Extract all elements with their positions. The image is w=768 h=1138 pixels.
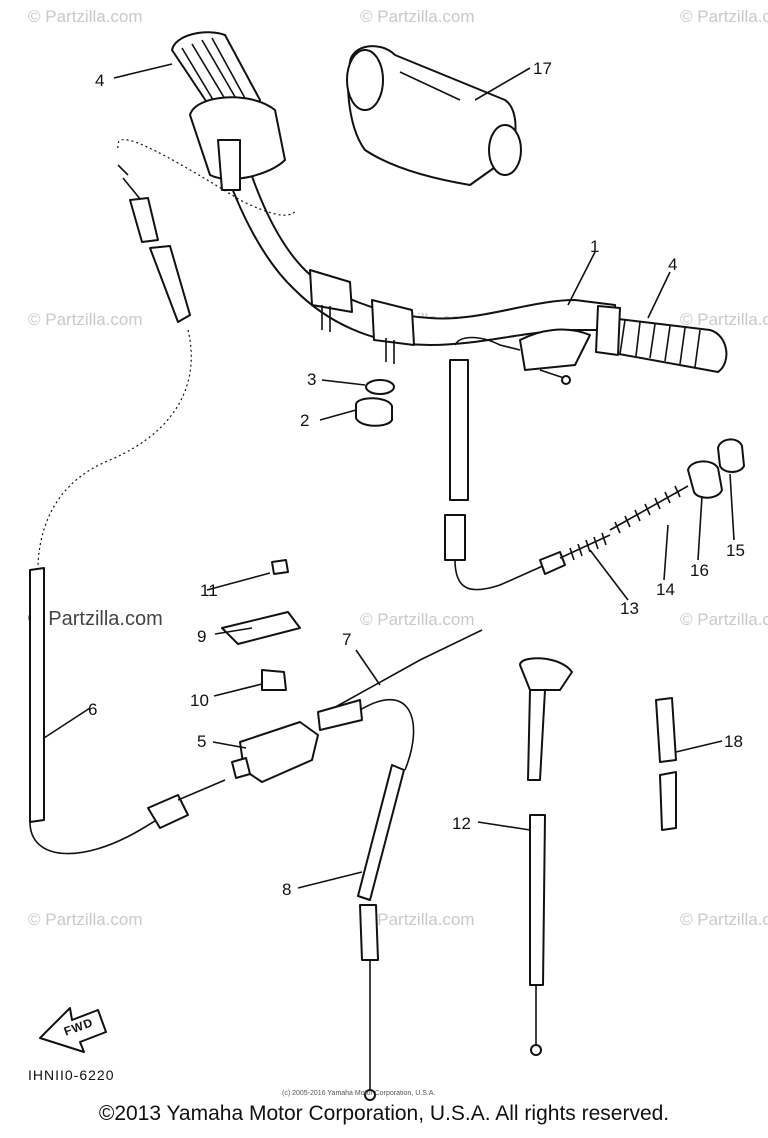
left-grip [171, 31, 286, 191]
callout-8: 8 [282, 880, 291, 899]
callout-6: 6 [88, 700, 97, 719]
callout-4-left: 4 [95, 71, 104, 90]
callout-2: 2 [300, 411, 309, 430]
callout-12: 12 [452, 814, 471, 833]
watermark: © Partzilla.com [360, 610, 475, 629]
nut-and-washer [355, 379, 395, 427]
watermark: © Partzilla.com [28, 7, 143, 26]
callout-7: 7 [342, 630, 351, 649]
strap-18 [655, 697, 677, 831]
callout-3: 3 [307, 370, 316, 389]
grip-part-17 [346, 45, 522, 186]
callout-17: 17 [533, 59, 552, 78]
leader-lines [43, 63, 735, 889]
watermark: © Partzilla.com [360, 7, 475, 26]
cable-8 [357, 764, 405, 1101]
callout-4-right: 4 [668, 255, 677, 274]
small-copyright: (c) 2005-2016 Yamaha Motor Corporation, … [282, 1090, 435, 1097]
callout-18: 18 [724, 732, 743, 751]
callout-5: 5 [197, 732, 206, 751]
fwd-arrow-icon: FWD [39, 1007, 107, 1053]
cable-caps [687, 438, 745, 499]
cable-12 [519, 657, 573, 1056]
copyright-notice: ©2013 Yamaha Motor Corporation, U.S.A. A… [98, 1102, 670, 1125]
lever-housing [221, 559, 319, 783]
callout-10: 10 [190, 691, 209, 710]
choke-cable [29, 138, 297, 855]
watermark: © Partzilla.com [28, 910, 143, 929]
watermark: © Partzilla.com [360, 910, 475, 929]
watermark: © Partzilla.com [680, 910, 768, 929]
watermark: © Partzilla.com [28, 608, 163, 630]
watermark: © Partzilla.com [680, 610, 768, 629]
callout-13: 13 [620, 599, 639, 618]
callout-11: 11 [200, 581, 218, 600]
watermark: © Partzilla.com [28, 310, 143, 329]
callout-15: 15 [726, 541, 745, 560]
right-grip [595, 305, 728, 373]
callout-16: 16 [690, 561, 709, 580]
watermark: © Partzilla.com [680, 310, 768, 329]
drawing-code: IHNII0-6220 [28, 1067, 114, 1083]
throttle-cable [444, 336, 689, 591]
watermark: © Partzilla.com [680, 7, 768, 26]
callout-9: 9 [197, 627, 206, 646]
cable-7 [317, 629, 483, 771]
callout-14: 14 [656, 580, 675, 599]
handlebar [221, 139, 616, 385]
callout-1: 1 [590, 237, 599, 256]
